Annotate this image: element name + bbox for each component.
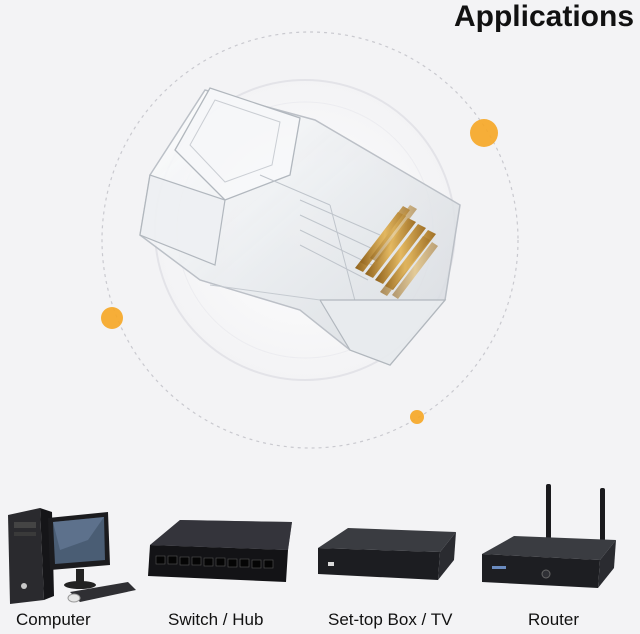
router-icon (482, 484, 616, 588)
rj45-connector-illustration (101, 31, 519, 449)
device-set-top-box: Set-top Box / TV (310, 470, 470, 634)
page-title: Applications (453, 0, 634, 33)
device-label-router: Router (528, 610, 580, 629)
gold-contacts (355, 205, 438, 299)
set-top-box-icon (318, 528, 456, 580)
device-label-computer: Computer (16, 610, 91, 629)
device-switch-hub: Switch / Hub (140, 470, 300, 634)
device-label-switch-hub: Switch / Hub (168, 610, 264, 629)
device-computer: Computer (0, 470, 160, 634)
accent-dot (470, 119, 498, 147)
device-router: Router (470, 470, 640, 634)
switch-hub-icon (148, 520, 292, 582)
outer-dashed-ring (101, 31, 519, 449)
device-label-set-top-box: Set-top Box / TV (328, 610, 453, 629)
rj45-connector (139, 87, 461, 366)
device-row: Computer Switch / Hub Set-top Box / T (0, 470, 640, 634)
accent-dot (101, 307, 123, 329)
accent-dot (410, 410, 424, 424)
computer-icon (8, 508, 136, 604)
